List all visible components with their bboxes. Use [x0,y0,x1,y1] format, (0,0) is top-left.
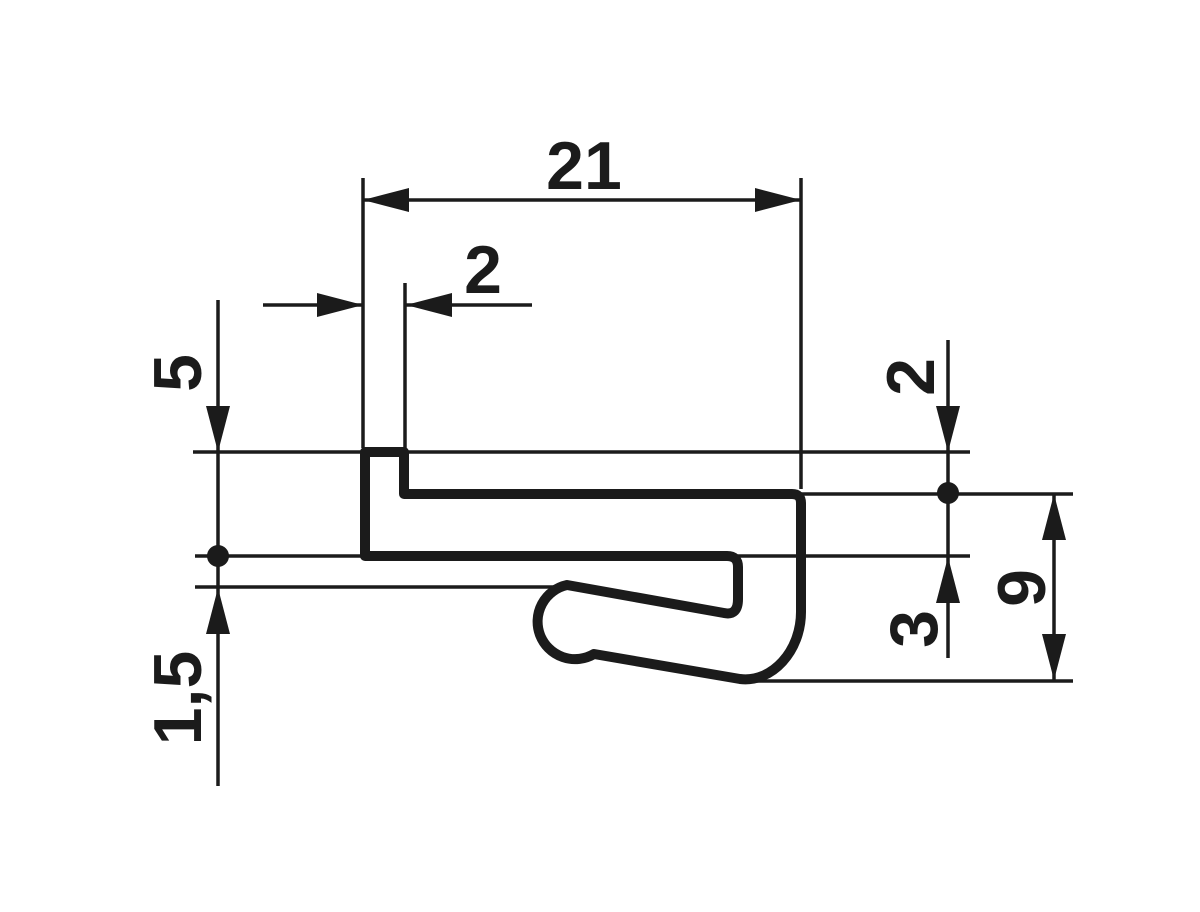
dot-terminator [937,482,959,504]
dimension-left-heights: 5 1,5 [140,300,230,786]
dim-label-arm-thickness: 3 [876,610,952,648]
dim-label-bottom-gap: 1,5 [140,651,216,746]
dimension-hook-height: 9 [984,494,1066,680]
dim-label-lip-width: 2 [464,232,502,308]
arrowhead-right-icon [317,293,363,317]
dim-label-hook-height: 9 [984,569,1060,607]
arrowhead-up-icon [936,557,960,603]
dim-label-total-width: 21 [546,128,622,204]
arrowhead-down-icon [936,406,960,452]
dot-terminator [207,545,229,567]
extension-lines [193,178,1073,683]
dimension-total-width: 21 [363,128,801,212]
arrowhead-down-icon [206,406,230,452]
arrowhead-right-icon [755,188,801,212]
profile-outline [360,447,806,685]
arrowhead-left-icon [406,293,452,317]
arrowhead-up-icon [1042,494,1066,540]
arrowhead-up-icon [206,588,230,634]
arrowhead-down-icon [1042,634,1066,680]
arrowhead-left-icon [363,188,409,212]
dimension-right-thicknesses: 2 3 [873,340,960,658]
dim-label-left-height: 5 [140,354,216,392]
dimension-lip-width: 2 [263,232,532,317]
dim-label-right-lip-height: 2 [873,358,949,396]
